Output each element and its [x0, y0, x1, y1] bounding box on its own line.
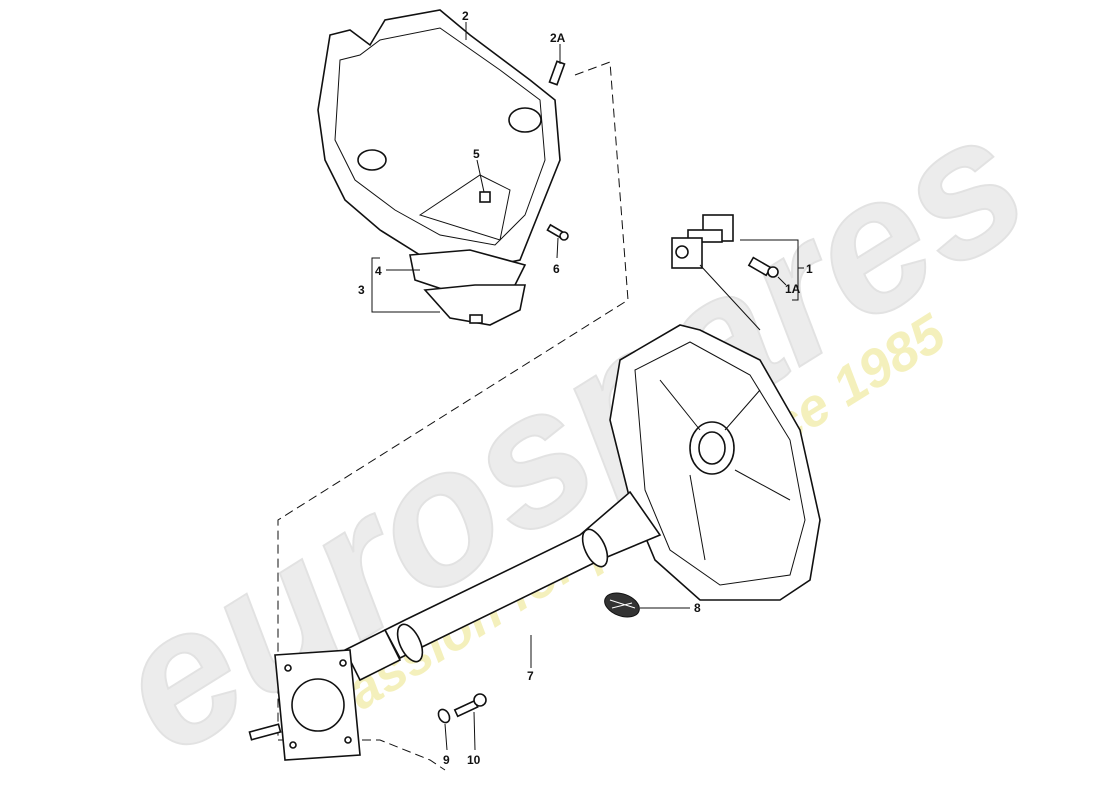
part-10-bolt	[453, 693, 487, 718]
callout-2: 2	[462, 9, 469, 23]
part-8-plug	[604, 592, 640, 618]
callout-4: 4	[375, 264, 382, 278]
part-2-cover-housing	[317, 9, 561, 271]
callout-7: 7	[527, 669, 534, 683]
callout-10: 10	[467, 753, 481, 767]
callout-5: 5	[473, 147, 480, 161]
callout-8: 8	[694, 601, 701, 615]
flange-plate	[248, 649, 361, 761]
callout-9: 9	[443, 753, 450, 767]
callout-1a: 1A	[785, 282, 801, 296]
part-7-shaft-housing	[343, 324, 821, 682]
part-6-screw	[546, 223, 569, 241]
watermark: eurospares a passion for parts since 198…	[78, 71, 1061, 796]
watermark-brand: eurospares	[79, 72, 1060, 795]
part-1-bracket	[671, 214, 779, 278]
callout-3: 3	[358, 283, 365, 297]
callout-2a: 2A	[550, 31, 566, 45]
part-3-4-plate-gasket	[409, 249, 527, 326]
callout-6: 6	[553, 262, 560, 276]
part-9-washer	[437, 708, 451, 724]
leader-lines	[371, 22, 804, 751]
part-2a-pin	[548, 60, 566, 86]
callout-1: 1	[806, 262, 813, 276]
